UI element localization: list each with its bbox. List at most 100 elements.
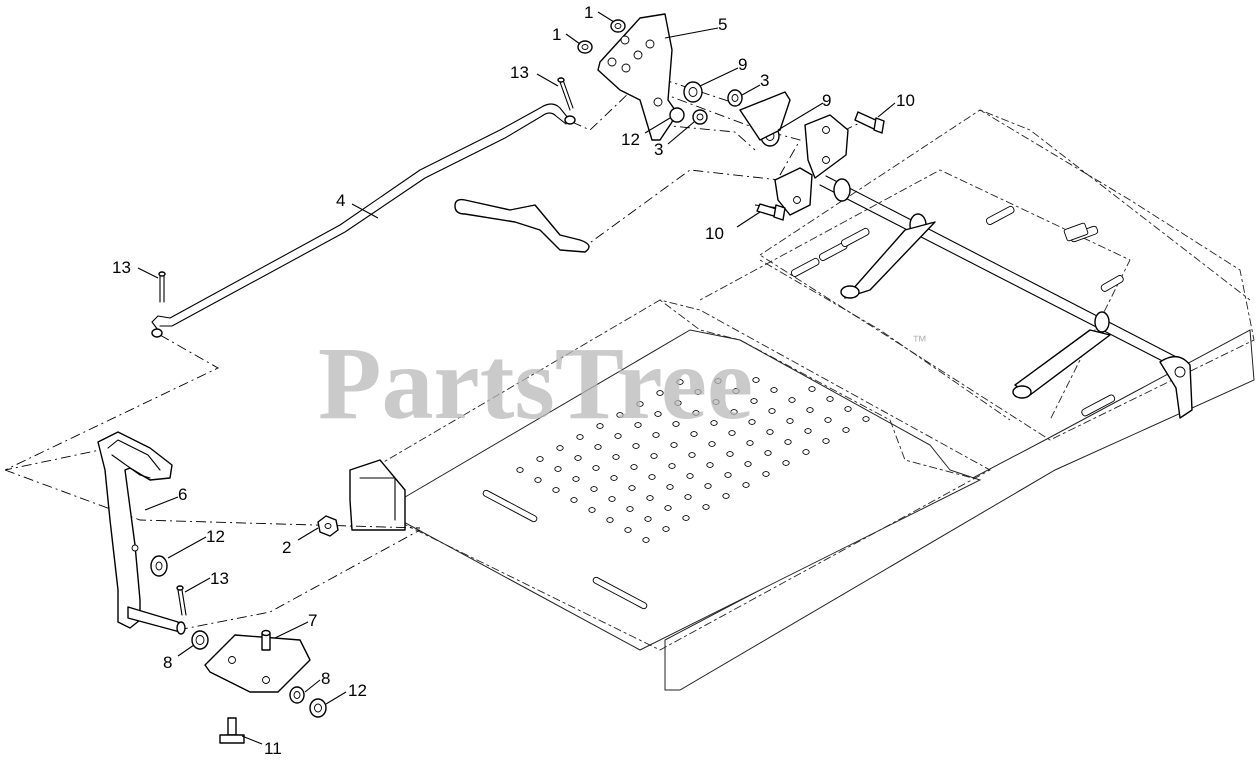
perforation-hole bbox=[516, 467, 524, 473]
bracket-stud-top bbox=[261, 629, 271, 637]
callout-5: 5 bbox=[718, 15, 727, 34]
perforation-hole bbox=[668, 463, 676, 469]
perforation-hole bbox=[646, 495, 654, 501]
perforation-hole bbox=[762, 471, 770, 477]
chassis-frame bbox=[664, 109, 1255, 691]
parts-tree-watermark: PartsTree ™ bbox=[318, 326, 927, 441]
perforation-hole bbox=[752, 377, 760, 383]
pivot-bracket-left bbox=[774, 167, 813, 216]
assembly-line-lower bbox=[659, 124, 756, 151]
plate-slot-1 bbox=[482, 489, 538, 523]
callout-2: 2 bbox=[282, 538, 291, 557]
washer-12-upper bbox=[669, 107, 685, 123]
perforation-hole bbox=[782, 460, 790, 466]
left-bracket-edge bbox=[359, 477, 396, 521]
frame-rear-edge bbox=[979, 109, 1251, 301]
floor-plate-left-bracket bbox=[349, 459, 406, 531]
perforation-hole bbox=[630, 464, 638, 470]
callout-12-rear: 12 bbox=[348, 681, 367, 700]
perforation-hole bbox=[592, 465, 600, 471]
bolt-11 bbox=[219, 717, 245, 744]
callout-4: 4 bbox=[336, 191, 345, 210]
frame-side-panel bbox=[664, 329, 1255, 691]
perforation-hole bbox=[712, 399, 720, 405]
perforation-hole bbox=[610, 475, 618, 481]
perforation-hole bbox=[684, 494, 692, 500]
callout-11: 11 bbox=[264, 739, 282, 758]
bracket-part-5 bbox=[597, 13, 676, 141]
perforation-hole bbox=[682, 515, 690, 521]
perforation-hole bbox=[788, 397, 796, 403]
perforation-hole bbox=[666, 484, 674, 490]
perforation-hole bbox=[748, 419, 756, 425]
perforation-hole bbox=[628, 485, 636, 491]
perforation-hole bbox=[822, 438, 830, 444]
frame-pivot-shaft bbox=[819, 175, 1187, 371]
callout-7: 7 bbox=[308, 611, 317, 630]
perforation-hole bbox=[706, 462, 714, 468]
control-rod-end-front bbox=[151, 328, 163, 338]
bolt-10-upper bbox=[854, 111, 885, 134]
perforation-hole bbox=[536, 456, 544, 462]
assembly-line-pedal-to-frame bbox=[4, 469, 421, 529]
callout-10-lower: 10 bbox=[705, 224, 724, 243]
floor-plate bbox=[349, 299, 991, 651]
perforation-hole bbox=[664, 505, 672, 511]
perforation-hole bbox=[588, 507, 596, 513]
pedal-bracket-part-7 bbox=[204, 634, 311, 693]
perforation-hole bbox=[596, 423, 604, 429]
perforation-hole bbox=[744, 461, 752, 467]
watermark-text: PartsTree bbox=[318, 326, 753, 441]
callout-9-lower: 9 bbox=[822, 91, 831, 110]
perforation-hole bbox=[608, 496, 616, 502]
perforation-hole bbox=[692, 410, 700, 416]
perforation-hole bbox=[732, 388, 740, 394]
assembly-line-rod-to-bracket bbox=[571, 91, 631, 131]
perforation-hole bbox=[728, 430, 736, 436]
leader-lines bbox=[137, 11, 896, 745]
perforation-hole bbox=[590, 486, 598, 492]
callout-6: 6 bbox=[178, 485, 187, 504]
pedal-tread bbox=[107, 439, 161, 471]
perforation-hole bbox=[724, 472, 732, 478]
perforation-hole bbox=[726, 451, 734, 457]
frame-cross-member bbox=[759, 259, 1011, 421]
perforation-hole bbox=[654, 411, 662, 417]
watermark-trademark: ™ bbox=[912, 333, 927, 350]
arm-front-pin bbox=[840, 285, 860, 299]
callout-1-upper: 1 bbox=[584, 3, 593, 22]
perforation-hole bbox=[862, 416, 870, 422]
perforation-hole bbox=[786, 418, 794, 424]
control-rod bbox=[151, 103, 569, 331]
perforation-hole bbox=[714, 378, 722, 384]
frame-linkage-rod bbox=[454, 198, 590, 253]
perforation-hole bbox=[808, 386, 816, 392]
callout-8-front: 8 bbox=[163, 653, 172, 672]
bolt-10-lower bbox=[756, 203, 786, 221]
perforation-hole bbox=[784, 439, 792, 445]
arm-rear-pin bbox=[1012, 385, 1032, 399]
perforation-hole bbox=[570, 497, 578, 503]
cotter-pin-13-pedal bbox=[176, 585, 187, 616]
perforation-hole bbox=[722, 493, 730, 499]
perforation-hole bbox=[626, 506, 634, 512]
perforation-hole bbox=[670, 442, 678, 448]
perforation-hole bbox=[686, 473, 694, 479]
cotter-pin-13-top bbox=[557, 77, 574, 111]
perforation-hole bbox=[704, 483, 712, 489]
plate-slot-2 bbox=[592, 576, 648, 610]
perforation-hole bbox=[606, 517, 614, 523]
shaft-arm-rear bbox=[1014, 329, 1111, 396]
callout-13-top: 13 bbox=[510, 63, 529, 82]
perforation-hole bbox=[844, 406, 852, 412]
callout-10-upper: 10 bbox=[896, 91, 915, 110]
perforation-hole bbox=[594, 444, 602, 450]
perforation-hole bbox=[636, 401, 644, 407]
perforation-hole bbox=[764, 450, 772, 456]
perforation-hole bbox=[552, 487, 560, 493]
perforation-hole bbox=[766, 429, 774, 435]
perforation-hole bbox=[632, 443, 640, 449]
pedal-pivot-pin bbox=[127, 606, 181, 633]
perforation-hole bbox=[730, 409, 738, 415]
perforation-hole bbox=[750, 398, 758, 404]
